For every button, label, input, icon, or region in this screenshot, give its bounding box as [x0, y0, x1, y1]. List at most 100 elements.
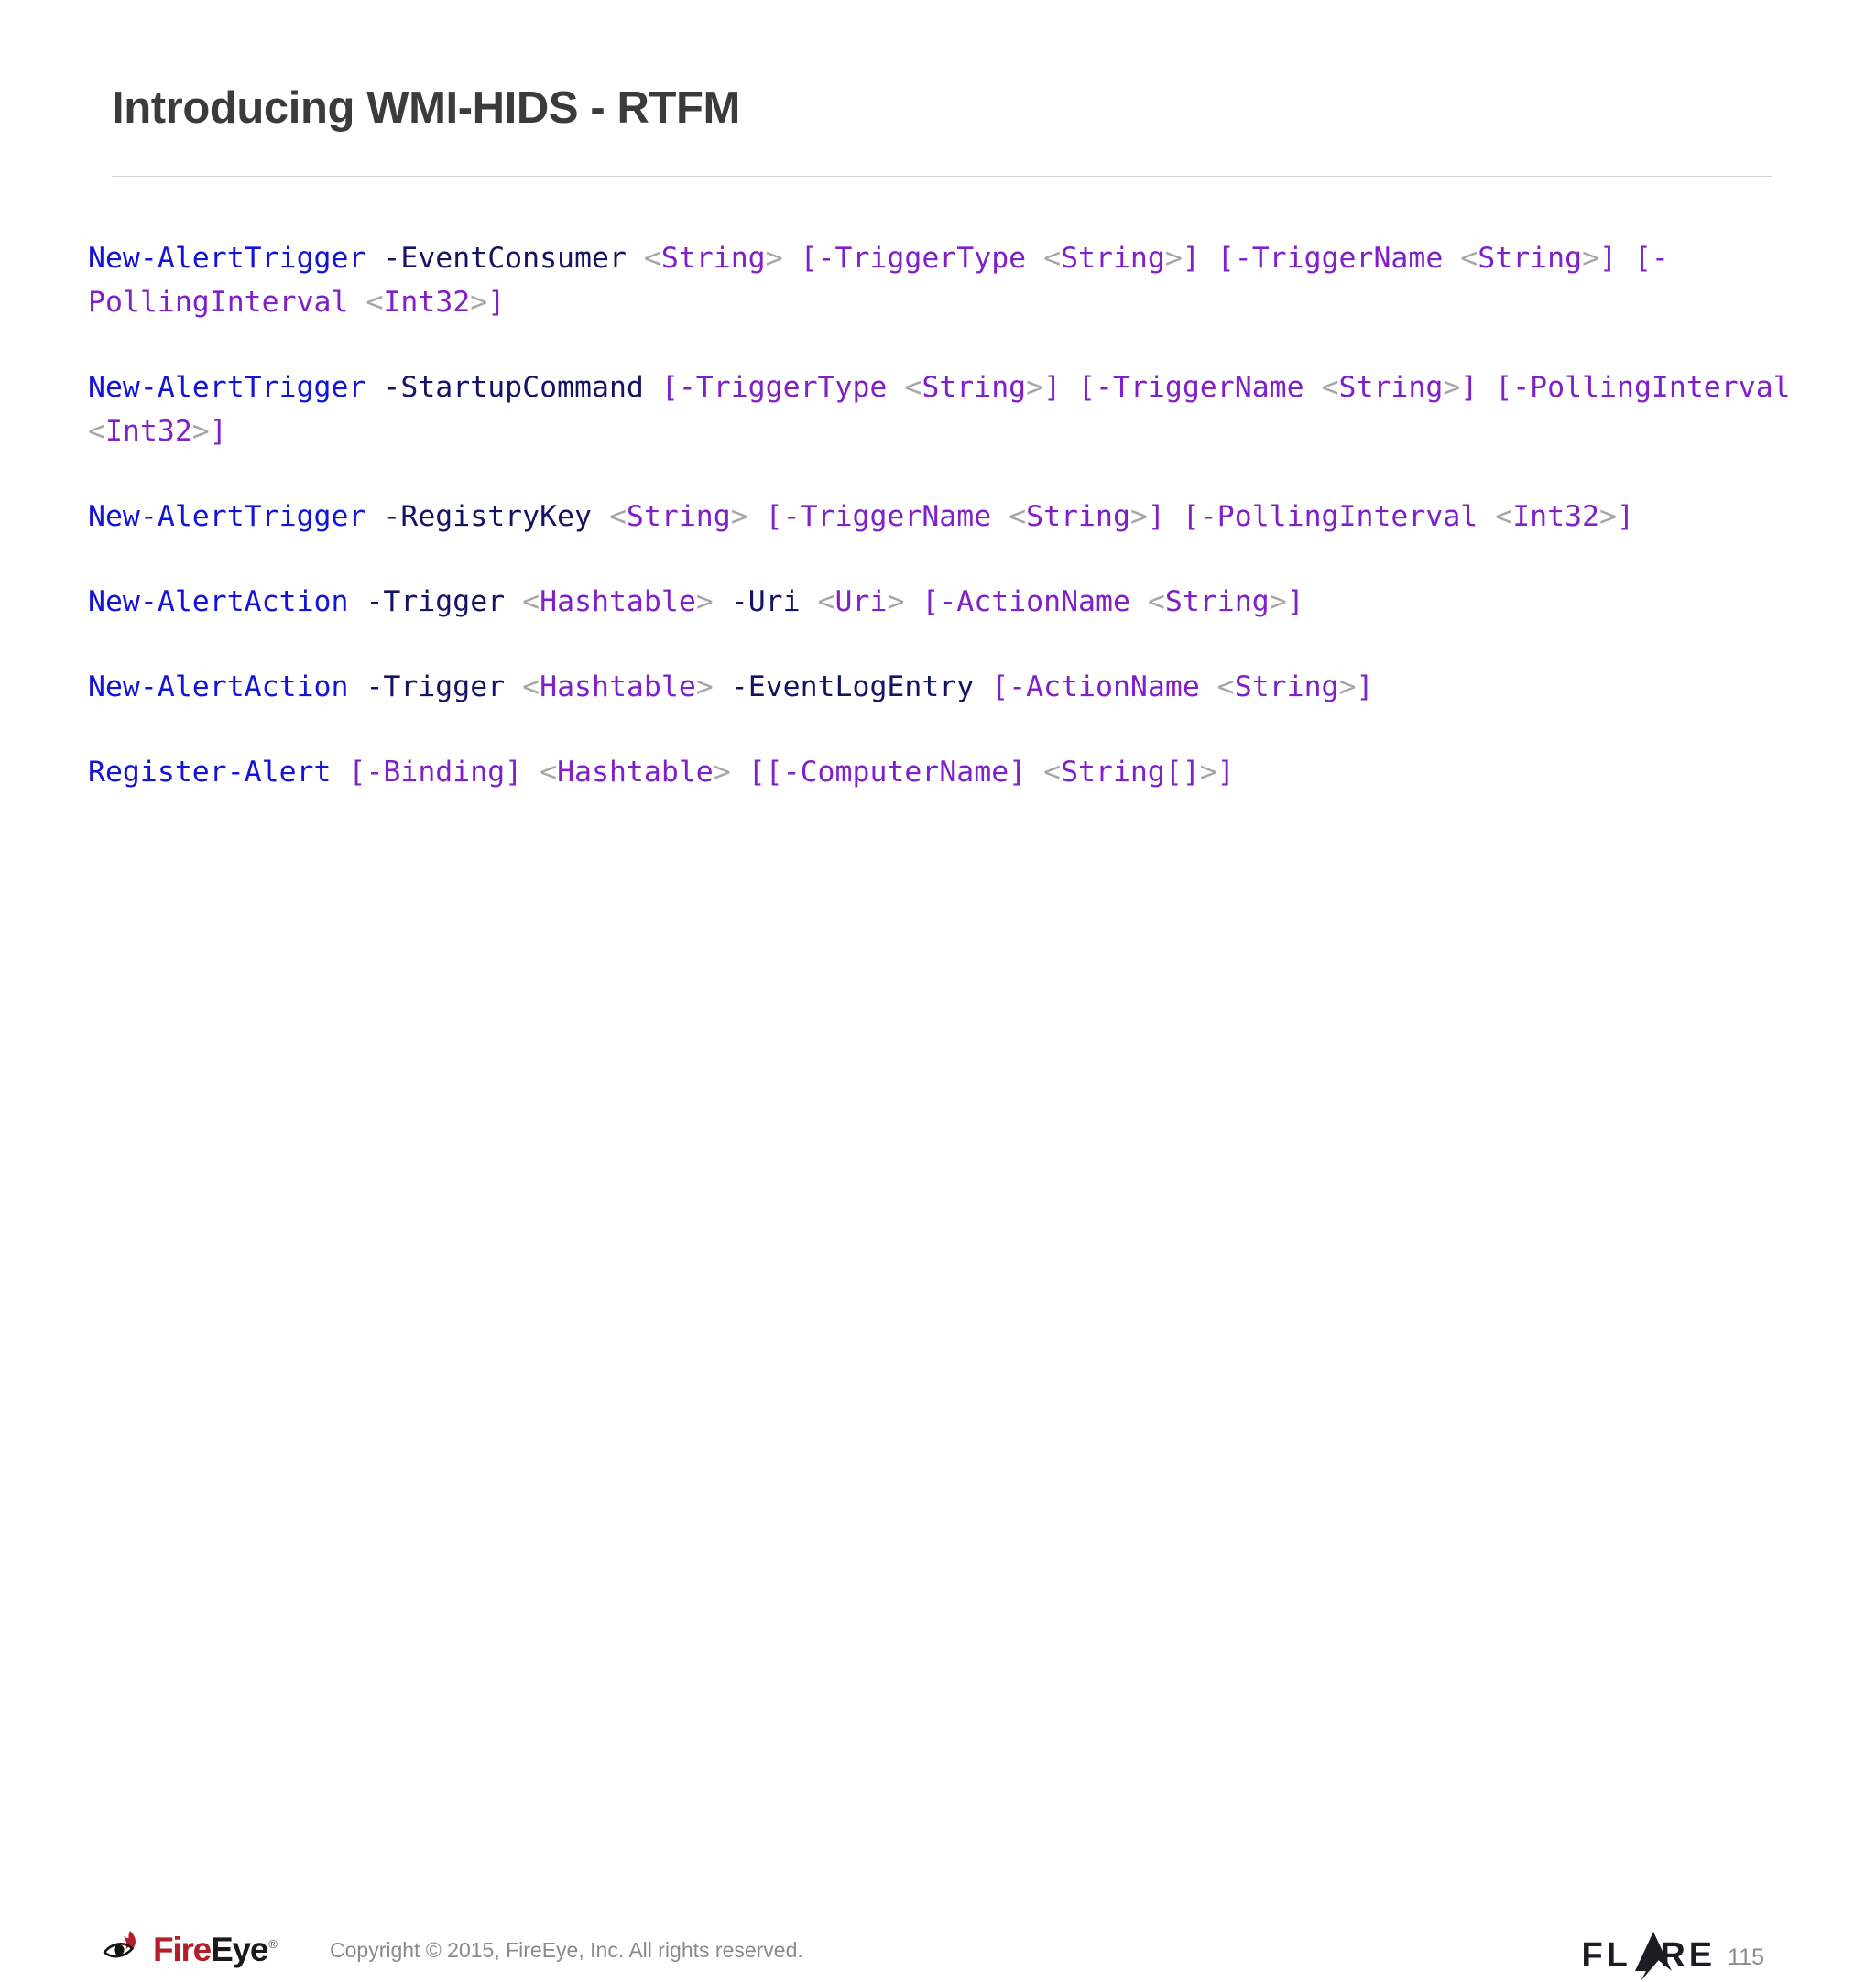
- fireeye-wordmark: FireEye®: [153, 1933, 278, 1966]
- token-space: [1617, 242, 1634, 275]
- token-space: [348, 670, 365, 703]
- token-param: -Trigger: [365, 585, 506, 618]
- command-line: Register-Alert [-Binding] <Hashtable> [[…: [88, 750, 1828, 794]
- token-type: Int32: [1512, 500, 1600, 533]
- copyright-text: Copyright © 2015, FireEye, Inc. All righ…: [330, 1938, 803, 1962]
- token-space: [904, 585, 922, 618]
- token-angle: <: [608, 500, 627, 533]
- token-angle: <: [365, 286, 384, 319]
- token-angle: >: [1599, 500, 1617, 533]
- slide-footer: FireEye® Copyright © 2015, FireEye, Inc.…: [0, 936, 1876, 1981]
- token-opt: ]: [1356, 670, 1374, 703]
- token-angle: >: [1129, 500, 1148, 533]
- token-angle: >: [695, 585, 714, 618]
- token-space: [592, 500, 609, 533]
- token-angle: <: [1495, 500, 1513, 533]
- token-opt: [-PollingInterval: [1495, 371, 1791, 404]
- token-space: [505, 670, 522, 703]
- token-space: [1165, 500, 1183, 533]
- token-space: [1200, 670, 1217, 703]
- eye-flame-icon: [103, 1931, 136, 1958]
- token-angle: <: [88, 415, 105, 448]
- token-space: [974, 670, 991, 703]
- token-angle: <: [1460, 242, 1478, 275]
- token-angle: <: [1147, 585, 1165, 618]
- token-angle: >: [1164, 242, 1183, 275]
- token-angle: >: [695, 670, 714, 703]
- token-param: -StartupCommand: [383, 371, 644, 404]
- command-line: New-AlertTrigger -RegistryKey <String> […: [88, 495, 1828, 539]
- token-opt: ]: [1460, 371, 1478, 404]
- token-space: [348, 585, 365, 618]
- token-type: Int32: [104, 415, 192, 448]
- token-type: Hashtable: [557, 756, 714, 789]
- title-divider: [112, 176, 1772, 177]
- command-line: New-AlertAction -Trigger <Hashtable> -Ev…: [88, 665, 1828, 709]
- token-space: [783, 242, 801, 275]
- flare-word-before: FL: [1581, 1936, 1631, 1975]
- token-space: [1130, 585, 1148, 618]
- token-space: [991, 500, 1009, 533]
- token-angle: >: [713, 756, 731, 789]
- token-opt: [-TriggerName: [765, 500, 992, 533]
- token-type: String[]: [1061, 756, 1200, 789]
- token-space: [887, 371, 904, 404]
- token-opt: [-TriggerType: [800, 242, 1027, 275]
- token-opt: [-PollingInterval: [1182, 500, 1478, 533]
- token-space: [1026, 756, 1043, 789]
- token-space: [627, 242, 644, 275]
- token-space: [365, 242, 383, 275]
- token-type: Hashtable: [540, 670, 696, 703]
- lightning-bolt-icon: [1635, 1932, 1673, 1981]
- token-angle: >: [765, 242, 783, 275]
- command-line: New-AlertAction -Trigger <Hashtable> -Ur…: [88, 580, 1828, 624]
- token-param: -EventLogEntry: [730, 670, 975, 703]
- token-space: [801, 585, 818, 618]
- token-param: -Uri: [730, 585, 801, 618]
- token-type: String: [1061, 242, 1165, 275]
- token-angle: >: [191, 415, 210, 448]
- token-angle: <: [1009, 500, 1027, 533]
- token-angle: >: [1582, 242, 1600, 275]
- token-opt: [-TriggerName: [1078, 371, 1304, 404]
- token-type: String: [1026, 500, 1130, 533]
- slide-root: Introducing WMI-HIDS - RTFM New-AlertTri…: [0, 83, 1876, 1981]
- token-angle: >: [1269, 585, 1287, 618]
- token-angle: <: [522, 585, 540, 618]
- token-angle: >: [1443, 371, 1461, 404]
- command-line: New-AlertTrigger -StartupCommand [-Trigg…: [88, 365, 1828, 453]
- token-angle: <: [1321, 371, 1339, 404]
- token-type: String: [626, 500, 731, 533]
- token-space: [1304, 371, 1322, 404]
- token-type: String: [1234, 670, 1339, 703]
- page-title: Introducing WMI-HIDS - RTFM: [112, 83, 740, 133]
- token-opt: ]: [487, 286, 506, 319]
- token-opt: ]: [1147, 500, 1165, 533]
- token-opt: ]: [1286, 585, 1304, 618]
- token-angle: >: [730, 500, 748, 533]
- token-cmdlet: New-AlertAction: [88, 585, 349, 618]
- command-line: New-AlertTrigger -EventConsumer <String>…: [88, 236, 1828, 324]
- token-angle: >: [887, 585, 905, 618]
- token-cmdlet: Register-Alert: [88, 756, 332, 789]
- token-angle: >: [1338, 670, 1357, 703]
- token-opt: [-PollingInterval: [88, 242, 1669, 319]
- token-type: Int32: [383, 286, 471, 319]
- token-type: Hashtable: [540, 585, 696, 618]
- fireeye-logo: FireEye®: [103, 1928, 278, 1968]
- token-param: -EventConsumer: [383, 242, 627, 275]
- token-opt: ]: [1616, 500, 1634, 533]
- token-type: String: [1478, 242, 1583, 275]
- token-cmdlet: New-AlertTrigger: [88, 371, 366, 404]
- token-cmdlet: New-AlertTrigger: [88, 242, 366, 275]
- token-space: [365, 500, 383, 533]
- token-cmdlet: New-AlertTrigger: [88, 500, 366, 533]
- token-cmdlet: New-AlertAction: [88, 670, 349, 703]
- token-space: [505, 585, 522, 618]
- token-opt: [[-ComputerName]: [747, 756, 1027, 789]
- token-angle: >: [1026, 371, 1044, 404]
- title-block: Introducing WMI-HIDS - RTFM: [112, 84, 1779, 133]
- page-number: 115: [1728, 1944, 1764, 1970]
- token-space: [1061, 371, 1078, 404]
- token-angle: >: [470, 286, 488, 319]
